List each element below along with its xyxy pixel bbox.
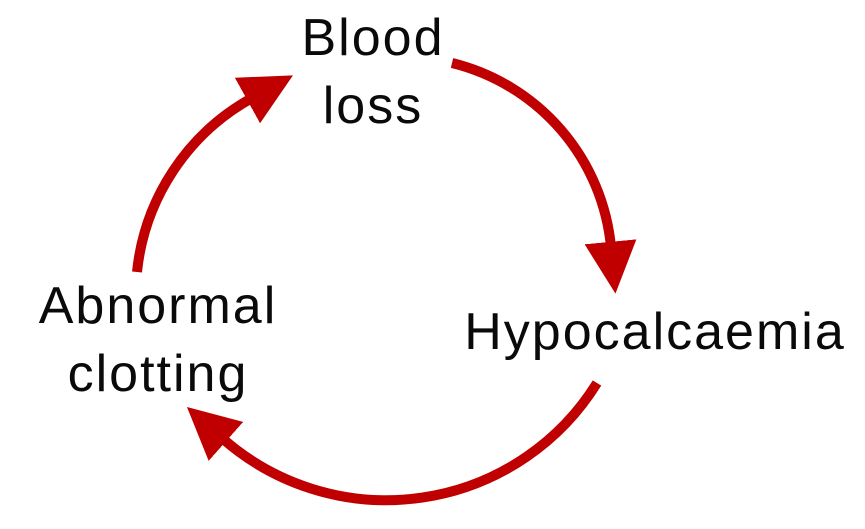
node-label-abnormal-clotting: Abnormal clotting	[0, 272, 316, 408]
node-label-line: Abnormal	[38, 277, 278, 335]
arrow-abnormal-clotting-to-blood-loss	[132, 75, 293, 273]
arrow-hypocalcaemia-to-abnormal-clotting	[186, 380, 602, 506]
node-label-line: clotting	[67, 345, 249, 403]
node-label-hypocalcaemia: Hypocalcaemia	[445, 298, 865, 366]
node-label-line: loss	[322, 77, 424, 135]
arrow-blood-loss-to-hypocalcaemia	[450, 58, 637, 294]
node-label-line: Hypocalcaemia	[464, 303, 846, 361]
node-label-blood-loss: Blood loss	[273, 4, 473, 140]
node-label-line: Blood	[301, 9, 445, 67]
